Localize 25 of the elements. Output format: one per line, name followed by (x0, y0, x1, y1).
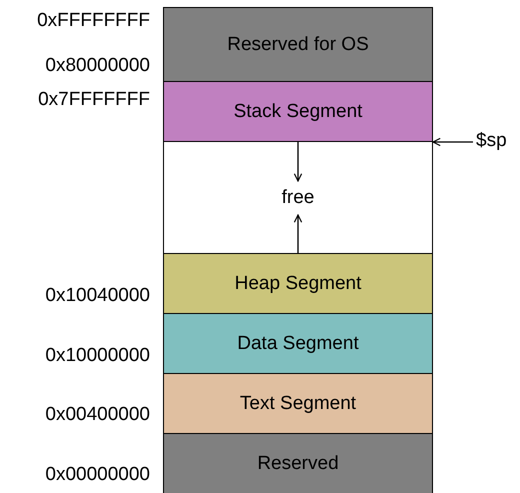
memory-segment (163, 7, 433, 82)
address-label: 0x00400000 (45, 404, 150, 425)
segment-label: Text Segment (240, 392, 356, 414)
segment-label: Heap Segment (234, 272, 362, 294)
address-label: 0x10040000 (45, 285, 150, 306)
arrow (294, 142, 302, 182)
memory-segment (163, 433, 433, 493)
segment-label: free (282, 186, 314, 208)
memory-segment (163, 81, 433, 142)
arrow (432, 138, 473, 146)
address-label: 0xFFFFFFFF (37, 10, 150, 31)
address-label: 0x00000000 (45, 464, 150, 485)
memory-segment (163, 253, 433, 314)
memory-segment (163, 313, 433, 374)
arrow (294, 214, 302, 253)
address-label: 0x7FFFFFFF (38, 89, 150, 110)
free-memory-region (163, 141, 433, 254)
address-label: 0x80000000 (45, 55, 150, 76)
segment-label: Reserved for OS (227, 34, 369, 56)
memory-segment (163, 373, 433, 434)
address-label: 0x10000000 (45, 345, 150, 366)
segment-label: Stack Segment (234, 100, 362, 122)
segment-label: Reserved (257, 453, 339, 475)
register-label: $sp (476, 130, 507, 152)
segment-label: Data Segment (237, 332, 359, 354)
